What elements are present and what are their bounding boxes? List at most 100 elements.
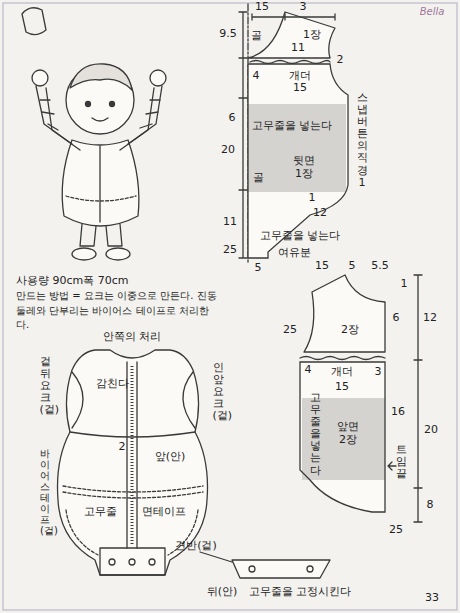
watermark: Bella xyxy=(420,6,445,18)
snap-dot xyxy=(149,559,155,565)
pattern-label: 33 xyxy=(425,592,439,605)
line-art xyxy=(300,357,385,360)
pattern-label: 뒤(안) xyxy=(207,586,238,599)
pattern-label: 6 xyxy=(229,112,236,125)
line-art xyxy=(62,140,139,226)
elastic-area xyxy=(248,104,346,192)
pattern-label: 20 xyxy=(221,144,235,157)
pattern-label: 15 xyxy=(335,381,349,394)
pattern-label: 1 xyxy=(309,192,316,205)
snap-dot xyxy=(110,102,115,107)
pattern-label: 8 xyxy=(427,499,434,512)
pattern-label: 4 xyxy=(305,364,312,377)
line-art xyxy=(36,86,72,144)
line-art xyxy=(80,224,122,246)
line-art xyxy=(239,12,247,258)
pattern-label: 견반(겉) xyxy=(175,540,217,553)
pattern-label: 11 xyxy=(223,216,237,229)
piece-border xyxy=(248,64,348,258)
pattern-label: 5 xyxy=(255,262,262,275)
pattern-label: 15 xyxy=(293,82,307,95)
line-art xyxy=(120,88,154,150)
pattern-label: 2 xyxy=(337,54,344,67)
pattern-label: 스냅버튼의 직경 1 xyxy=(357,92,368,189)
pattern-label: 앞(안) xyxy=(155,451,186,464)
pattern-label: 15 xyxy=(315,260,329,273)
piece-text: 뒷면 1장 xyxy=(289,155,319,180)
piece-text: 고무줄을 넣는다 xyxy=(252,120,333,133)
line-art xyxy=(106,248,130,260)
pattern-label: 안쪽의 처리 xyxy=(103,331,162,344)
snap-dot xyxy=(109,559,115,565)
pattern-label: 개더 xyxy=(289,70,311,83)
line-art xyxy=(232,560,330,578)
line-art xyxy=(72,248,96,260)
line-art xyxy=(304,275,385,352)
line-art xyxy=(248,12,335,58)
pattern-label: 11 xyxy=(291,42,305,55)
pattern-label: 4 xyxy=(253,70,260,83)
line-art xyxy=(66,196,136,201)
piece-fill xyxy=(248,64,348,258)
pattern-label: 3 xyxy=(375,366,382,379)
pattern-label: 감친다 xyxy=(96,378,129,391)
line-art xyxy=(388,462,396,470)
piece-text: 고무줄을 넣는다 xyxy=(310,392,321,477)
pattern-label: 6 xyxy=(393,312,400,325)
pattern-label: 트임끝 xyxy=(396,444,407,480)
pattern-label: 골 xyxy=(251,30,262,43)
line-art xyxy=(131,366,134,544)
snap-dot xyxy=(150,70,166,86)
line-art xyxy=(100,548,165,575)
snap-dot xyxy=(86,102,91,107)
pattern-label: 16 xyxy=(391,406,405,419)
pattern-label: 25 xyxy=(223,244,237,257)
line-art xyxy=(128,86,162,144)
pattern-label: 12 xyxy=(313,207,327,220)
pattern-label: 25 xyxy=(389,524,403,537)
pattern-label: 여유분 xyxy=(278,247,311,260)
pattern-label: 고무줄 xyxy=(84,506,117,519)
pattern-label: 15 xyxy=(255,1,269,14)
snap-dot xyxy=(32,70,48,86)
piece-fill xyxy=(300,362,385,512)
line-art xyxy=(127,362,137,548)
pattern-label: 20 xyxy=(424,424,438,437)
pattern-label: 고무줄을 고정시킨다 xyxy=(249,586,352,599)
pattern-label: 인앞요크(겉) xyxy=(213,362,224,422)
pattern-label: 1 xyxy=(401,278,408,291)
line-art xyxy=(99,146,100,222)
pattern-label: 1장 xyxy=(303,29,321,42)
pattern-label: 12 xyxy=(423,312,437,325)
line-art xyxy=(200,552,232,562)
pattern-label: 2 xyxy=(119,441,126,454)
pattern-label: 25 xyxy=(283,324,297,337)
pattern-label: 5.5 xyxy=(371,260,389,273)
snap-dot xyxy=(307,566,313,572)
note-text: 사용량 90cm폭 70cm xyxy=(16,273,231,289)
note-text: 만드는 방법 = 요크는 이중으로 만든다. 진동둘레와 단부리는 바이어스 테… xyxy=(16,289,221,333)
pattern-label: 5 xyxy=(349,260,356,273)
line-art xyxy=(22,8,46,35)
snap-dot xyxy=(249,566,255,572)
page-frame xyxy=(3,3,457,610)
pattern-label: 2장 xyxy=(341,324,359,337)
piece-text: 앞면 2장 xyxy=(333,421,363,446)
line-art xyxy=(92,118,108,121)
pattern-label: 개더 xyxy=(331,366,353,379)
pattern-label: 고무줄을 넣는다 xyxy=(260,230,341,243)
pattern-label: 바이어스 테이프(겉) xyxy=(40,448,50,536)
snap-dot xyxy=(129,559,135,565)
pattern-label: 겉뒤요크(겉) xyxy=(40,356,51,416)
line-art xyxy=(250,61,330,64)
piece-border xyxy=(300,362,385,512)
line-art xyxy=(252,14,335,20)
line-art xyxy=(70,64,132,90)
line-art xyxy=(46,88,80,150)
pattern-label: 9.5 xyxy=(219,28,237,41)
pattern-label: 3 xyxy=(300,1,307,14)
pattern-label: 골 xyxy=(253,172,264,185)
line-art xyxy=(414,275,422,522)
pattern-label: 면테이프 xyxy=(142,506,186,519)
line-art xyxy=(40,100,160,130)
